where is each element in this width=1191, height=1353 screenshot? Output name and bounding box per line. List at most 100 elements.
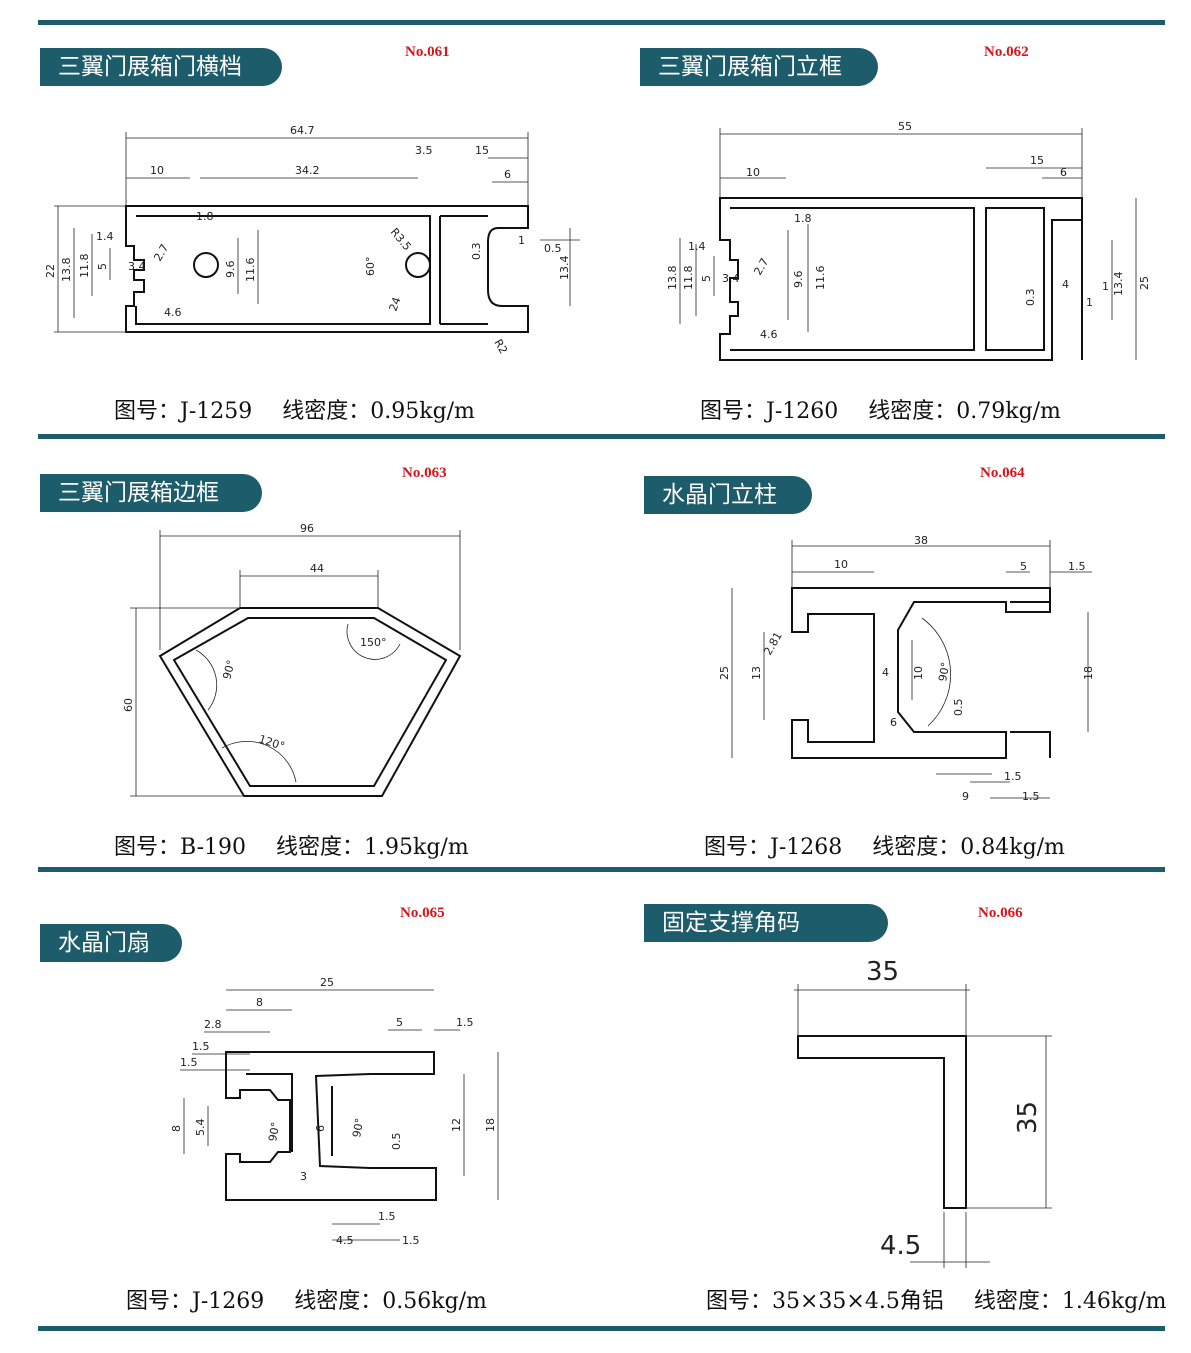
dim-label: 0.3 [1024, 289, 1037, 307]
dim-label: 15 [1030, 154, 1044, 167]
dim-label: 4 [1062, 278, 1069, 291]
dim-label: 3.5 [415, 144, 433, 157]
panel-number: No.066 [978, 905, 1023, 921]
dim-label: 120° [257, 732, 286, 753]
dim-label: 90° [936, 661, 952, 682]
panel-title: 三翼门展箱门横档 [40, 48, 282, 86]
panel-number: No.065 [400, 905, 445, 921]
dim-label: 10 [150, 164, 164, 177]
dim-label: 1.8 [196, 210, 214, 223]
dim-label: 18 [1082, 666, 1095, 680]
dim-label: 0.5 [390, 1133, 403, 1151]
dim-label: 1 [1086, 296, 1093, 309]
dim-label: 1.4 [688, 240, 706, 253]
panel-number: No.064 [980, 465, 1025, 481]
dim-label: 6 [1060, 166, 1067, 179]
panel-title: 固定支撑角码 [644, 904, 888, 942]
dim-label: 5.4 [194, 1119, 207, 1137]
panel-number: No.061 [405, 44, 450, 60]
dim-label: 13 [750, 666, 763, 680]
dim-label: 60 [122, 698, 135, 712]
linear-density: 线密度：1.46kg/m [973, 1289, 1167, 1314]
dim-label: 10 [834, 558, 848, 571]
panel-caption: 图号：J-1269 线密度：0.56kg/m [126, 1283, 487, 1315]
dim-label: 11.6 [244, 258, 257, 283]
section-divider-1 [38, 434, 1165, 439]
linear-density: 线密度：0.84kg/m [872, 835, 1065, 860]
dim-label: 90° [266, 1121, 282, 1142]
dim-label: 64.7 [290, 124, 315, 137]
dim-label: 25 [718, 666, 731, 680]
dim-label: 150° [360, 636, 387, 649]
panel-caption: 图号：35×35×4.5角铝 线密度：1.46kg/m [706, 1283, 1167, 1315]
dim-label: 13.4 [558, 256, 571, 281]
dim-label: 3.4 [722, 272, 740, 285]
panel-title: 三翼门展箱门立框 [640, 48, 878, 86]
dim-label: 96 [300, 522, 314, 535]
drawing-number: 图号：J-1259 [114, 399, 253, 424]
dim-label: 8 [256, 996, 263, 1009]
dim-label: 1.5 [402, 1234, 420, 1247]
dim-label: 1 [518, 234, 525, 247]
dim-label: 1.5 [456, 1016, 474, 1029]
dim-label: 9 [962, 790, 969, 803]
dim-label: 12 [450, 1118, 463, 1132]
dim-label: 5 [396, 1016, 403, 1029]
dim-label: 1.5 [1068, 560, 1086, 573]
dim-label: 1.5 [1004, 770, 1022, 783]
dim-label: 2.81 [761, 630, 785, 658]
linear-density: 线密度：0.95kg/m [282, 399, 475, 424]
profile-drawing: 25 8 2.8 5 1.5 1.5 1.5 8 5.4 90° 6 90° 0… [170, 976, 499, 1247]
dim-label: 4.6 [164, 306, 182, 319]
dim-label: 11.8 [78, 254, 91, 279]
dim-label: 4.6 [760, 328, 778, 341]
dim-label: 9.6 [792, 271, 805, 289]
dim-label: 1 [1102, 280, 1109, 293]
panel-number: No.062 [984, 44, 1029, 60]
dim-label: 13.4 [1112, 272, 1125, 297]
dim-label: 6 [890, 716, 897, 729]
dim-label: 34.2 [295, 164, 320, 177]
dim-label: 38 [914, 534, 928, 547]
drawing-number: 图号：J-1260 [700, 399, 839, 424]
linear-density: 线密度：1.95kg/m [276, 835, 469, 860]
profile-drawing: 35 35 4.5 [794, 957, 1052, 1268]
dim-label: R2 [491, 337, 510, 356]
dim-label: 13.8 [666, 266, 679, 291]
section-divider-2 [38, 867, 1165, 872]
dim-label: 4 [882, 666, 889, 679]
dim-label: 35 [1013, 1101, 1043, 1134]
top-rule [38, 20, 1165, 25]
dim-label: 24 [387, 295, 404, 313]
dim-label: 2.8 [204, 1018, 222, 1031]
panel-caption: 图号：J-1259 线密度：0.95kg/m [114, 393, 475, 425]
drawing-number: 图号：J-1269 [126, 1289, 265, 1314]
dim-label: 35 [866, 957, 899, 987]
drawing-number: 图号：B-190 [114, 835, 247, 860]
dim-label: 10 [912, 666, 925, 680]
dim-label: 3 [300, 1170, 307, 1183]
panel-title: 水晶门扇 [40, 924, 182, 962]
linear-density: 线密度：0.56kg/m [294, 1289, 487, 1314]
dim-label: 44 [310, 562, 324, 575]
drawing-number: 图号：35×35×4.5角铝 [706, 1289, 944, 1314]
dim-label: 2.7 [151, 242, 171, 264]
dim-label: 5 [700, 275, 713, 282]
dim-label: 3.4 [128, 260, 146, 273]
dim-label: 2.7 [751, 256, 771, 278]
panel-number: No.063 [402, 465, 447, 481]
dim-label: 25 [320, 976, 334, 989]
dim-label: 4.5 [880, 1231, 921, 1261]
dim-label: 6 [504, 168, 511, 181]
dim-label: 11.6 [814, 266, 827, 291]
dim-label: 4.5 [336, 1234, 354, 1247]
bottom-rule [38, 1326, 1165, 1331]
profile-drawing: 55 15 10 6 1.8 1.4 3.4 2.7 13.8 11.8 5 9… [666, 120, 1151, 361]
dim-label: 90° [350, 1117, 366, 1138]
profile-drawing: 38 10 5 1.5 25 13 2.81 4 10 90° 18 0.5 6… [718, 534, 1095, 803]
drawing-number: 图号：J-1268 [704, 835, 843, 860]
dim-label: 1.8 [794, 212, 812, 225]
dim-label: 13.8 [60, 258, 73, 283]
dim-label: R3.5 [388, 226, 414, 254]
